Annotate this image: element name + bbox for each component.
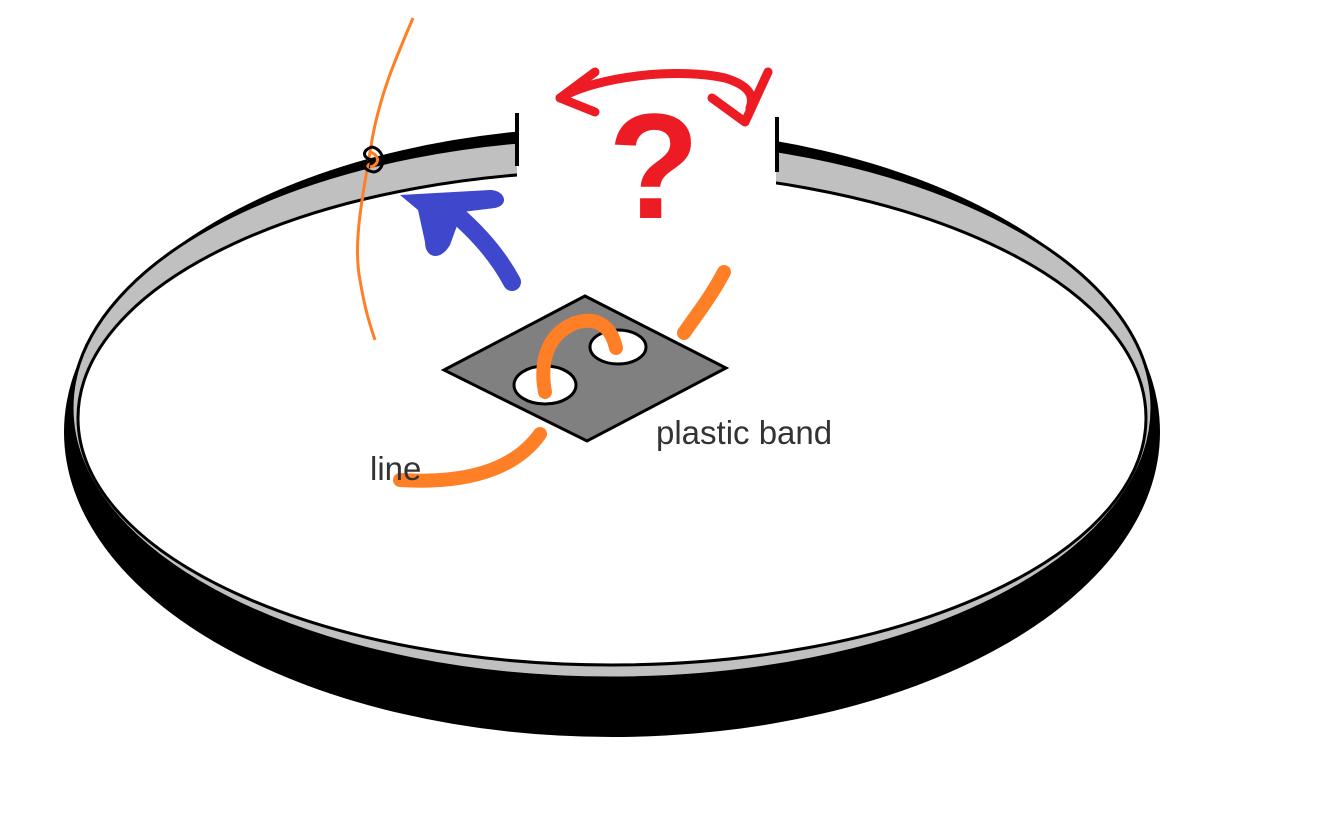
line-label: line — [370, 450, 421, 487]
question-mark: ? — [608, 82, 700, 250]
arrow-up-left-icon — [400, 190, 521, 291]
double-headed-curved-arrow-icon — [555, 67, 773, 127]
orange-line-left — [356, 17, 415, 341]
band-hole — [363, 145, 385, 174]
orange-line-threaded — [393, 265, 731, 488]
open-ring — [64, 127, 1160, 737]
band-hole-orange — [369, 150, 379, 169]
plastic-band-label: plastic band — [656, 414, 832, 451]
